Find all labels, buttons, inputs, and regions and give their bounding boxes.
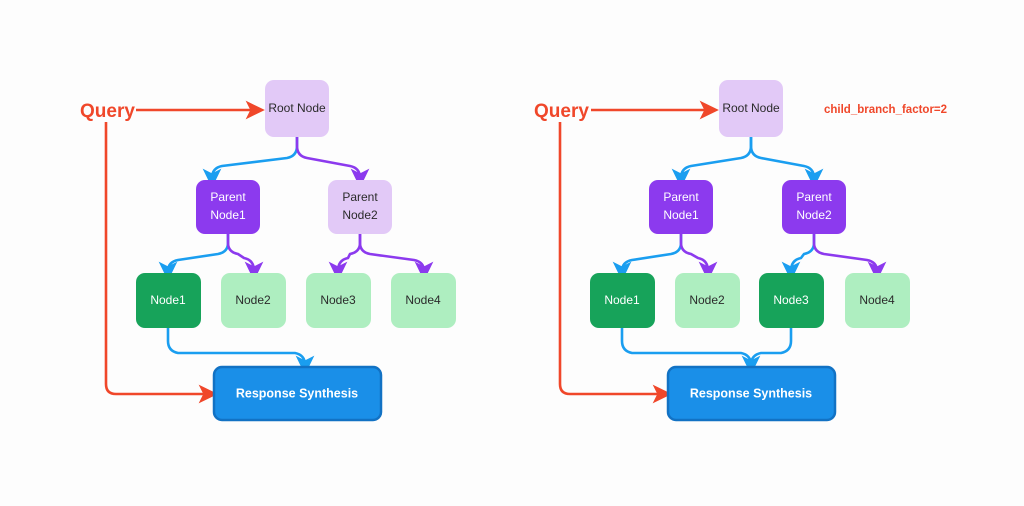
left-response-synthesis-label: Response Synthesis <box>236 386 358 400</box>
left-response-synthesis-box[interactable] <box>212 365 383 422</box>
child-branch-factor-annotation: child_branch_factor=2 <box>824 104 947 116</box>
left-parent-node-2-label-line1: Parent <box>342 190 378 204</box>
parent1-to-node2-arrow <box>226 234 264 281</box>
root-to-parent1-arrow <box>202 137 299 188</box>
parent2-to-node4-arrow <box>358 234 434 281</box>
left-query-label: Query <box>80 101 135 122</box>
parent2-to-node3-arrow-right <box>781 234 816 281</box>
query-to-synthesis-arrow <box>104 122 218 404</box>
right-leaf-node-1[interactable] <box>590 273 655 328</box>
root-to-parent2-arrow <box>295 137 370 188</box>
right-leaf-node-4[interactable] <box>845 273 910 328</box>
right-parent-node-2-label-line1: Parent <box>796 190 832 204</box>
right-parent-node-2-label-line2: Node2 <box>796 208 832 222</box>
left-leaf-node-2-label: Node2 <box>235 293 271 307</box>
left-leaf-node-2[interactable] <box>221 273 286 328</box>
left-parent-node-1-label-line2: Node1 <box>210 208 246 222</box>
right-leaf-node-3-label: Node3 <box>773 293 809 307</box>
right-leaf-node-2[interactable] <box>675 273 740 328</box>
node1-to-synthesis-arrow <box>166 328 315 375</box>
left-root-node-label: Root Node <box>268 101 326 115</box>
left-leaf-node-3-label: Node3 <box>320 293 356 307</box>
right-parent-node-1-label-line1: Parent <box>663 190 699 204</box>
diagram-right: Root Node Parent Node1 Parent Node2 Node… <box>534 80 947 422</box>
right-leaf-node-1-label: Node1 <box>604 293 640 307</box>
left-parent-node-2-label-line2: Node2 <box>342 208 378 222</box>
left-parent-node-1[interactable] <box>196 180 260 234</box>
left-leaf-node-4[interactable] <box>391 273 456 328</box>
left-leaf-node-4-label: Node4 <box>405 293 441 307</box>
node1-to-synthesis-arrow-right <box>620 328 761 375</box>
root-to-parent1-arrow-right <box>671 137 753 188</box>
diagram-left: Root Node Parent Node1 Parent Node2 Node… <box>80 80 456 422</box>
right-query-label: Query <box>534 101 589 122</box>
right-response-synthesis-label: Response Synthesis <box>690 386 812 400</box>
query-to-synthesis-arrow-right <box>558 122 672 404</box>
parent2-to-node3-arrow <box>328 234 362 281</box>
right-leaf-node-3[interactable] <box>759 273 824 328</box>
left-leaf-node-1-label: Node1 <box>150 293 186 307</box>
left-parent-node-2[interactable] <box>328 180 392 234</box>
right-parent-node-2[interactable] <box>782 180 846 234</box>
parent1-to-node1-arrow <box>158 234 230 281</box>
parent1-to-node2-arrow-right <box>679 234 718 281</box>
root-to-parent2-arrow-right <box>749 137 824 188</box>
right-root-node[interactable] <box>719 80 783 137</box>
left-leaf-node-3[interactable] <box>306 273 371 328</box>
parent2-to-node4-arrow-right <box>812 234 887 281</box>
right-response-synthesis-box[interactable] <box>666 365 837 422</box>
right-parent-node-1-label-line2: Node1 <box>663 208 699 222</box>
right-parent-node-1[interactable] <box>649 180 713 234</box>
parent1-to-node1-arrow-right <box>612 234 683 281</box>
right-root-node-label: Root Node <box>722 101 780 115</box>
left-parent-node-1-label-line1: Parent <box>210 190 246 204</box>
node3-to-synthesis-arrow-right <box>749 328 793 366</box>
right-leaf-node-2-label: Node2 <box>689 293 725 307</box>
right-leaf-node-4-label: Node4 <box>859 293 895 307</box>
left-leaf-node-1[interactable] <box>136 273 201 328</box>
left-root-node[interactable] <box>265 80 329 137</box>
